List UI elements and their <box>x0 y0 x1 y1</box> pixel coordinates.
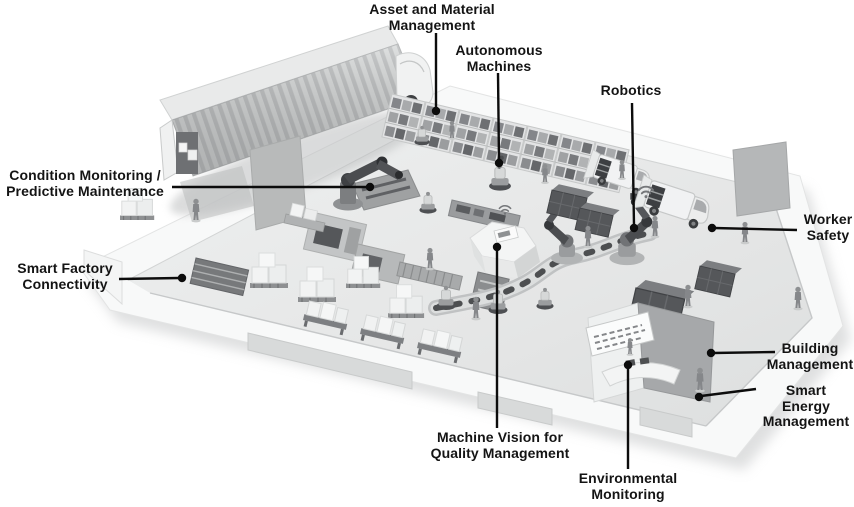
callout-label-building-management: Building Management <box>766 340 854 372</box>
callout-label-condition-monitoring-predictive-maintenance: Condition Monitoring / Predictive Mainte… <box>6 167 164 199</box>
parts-table <box>283 202 326 233</box>
callout-label-smart-energy-management: Smart Energy Management <box>762 382 850 429</box>
wall-end-wedge <box>83 249 123 306</box>
callout-label-worker-safety: Worker Safety <box>803 211 853 243</box>
callout-label-smart-factory-connectivity: Smart Factory Connectivity <box>17 260 113 292</box>
callout-label-asset-material-management: Asset and Material Management <box>369 1 495 33</box>
callout-label-robotics: Robotics <box>600 82 662 98</box>
gray-wall-panel <box>732 141 791 217</box>
condition-monitoring-robot <box>333 156 421 211</box>
dashboard-display <box>585 311 655 357</box>
callout-label-machine-vision-quality-management: Machine Vision for Quality Management <box>430 429 570 461</box>
pallet-area <box>119 187 466 365</box>
callout-label-environmental-monitoring: Environmental Monitoring <box>578 470 678 502</box>
callout-label-autonomous-machines: Autonomous Machines <box>455 42 543 74</box>
control-room <box>585 302 715 403</box>
conveyor-belt <box>428 225 658 316</box>
